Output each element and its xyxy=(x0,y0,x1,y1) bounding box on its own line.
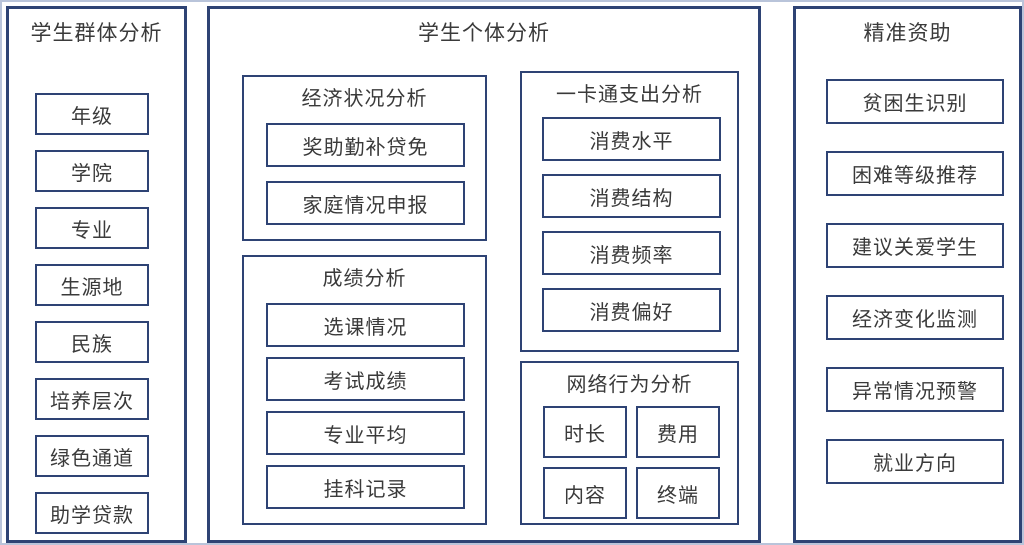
aid-item-economic-change-monitoring[interactable]: 经济变化监测 xyxy=(826,295,1004,340)
panel-individual-analysis-title: 学生个体分析 xyxy=(418,21,550,45)
group-analysis-item-ethnicity[interactable]: 民族 xyxy=(35,321,149,363)
grades-item-course-selection[interactable]: 选课情况 xyxy=(266,303,465,347)
panel-group-analysis: 学生群体分析 年级 学院 专业 生源地 民族 培养层次 绿色通道 助学贷款 xyxy=(6,6,187,543)
aid-item-employment-direction[interactable]: 就业方向 xyxy=(826,439,1004,484)
group-analysis-item-student-loan[interactable]: 助学贷款 xyxy=(35,492,149,534)
subgroup-economic-status-item-list: 奖助勤补贷免 家庭情况申报 xyxy=(266,123,465,225)
panel-precision-aid-title: 精准资助 xyxy=(863,21,952,45)
group-analysis-item-grade[interactable]: 年级 xyxy=(35,93,149,135)
economic-item-family-report[interactable]: 家庭情况申报 xyxy=(266,181,465,225)
aid-item-poor-student-identification[interactable]: 贫困生识别 xyxy=(826,79,1004,124)
panel-group-analysis-title: 学生群体分析 xyxy=(30,21,163,45)
grades-item-fail-records[interactable]: 挂科记录 xyxy=(266,465,465,509)
panel-individual-analysis: 学生个体分析 经济状况分析 奖助勤补贷免 家庭情况申报 成绩分析 选课情况 考试… xyxy=(207,6,761,543)
group-analysis-item-green-channel[interactable]: 绿色通道 xyxy=(35,435,149,477)
card-item-consumption-structure[interactable]: 消费结构 xyxy=(542,174,721,218)
group-analysis-item-college[interactable]: 学院 xyxy=(35,150,149,192)
aid-item-care-suggestion[interactable]: 建议关爱学生 xyxy=(826,223,1004,268)
grades-item-exam-scores[interactable]: 考试成绩 xyxy=(266,357,465,401)
network-item-duration[interactable]: 时长 xyxy=(543,406,627,458)
grades-item-major-average[interactable]: 专业平均 xyxy=(266,411,465,455)
card-item-consumption-level[interactable]: 消费水平 xyxy=(542,117,721,161)
network-item-cost[interactable]: 费用 xyxy=(636,406,720,458)
economic-item-scholarship-aid[interactable]: 奖助勤补贷免 xyxy=(266,123,465,167)
subgroup-network-behavior-analysis: 网络行为分析 时长 费用 内容 终端 xyxy=(520,361,739,525)
subgroup-network-behavior-title: 网络行为分析 xyxy=(566,372,693,396)
card-item-consumption-preference[interactable]: 消费偏好 xyxy=(542,288,721,332)
group-analysis-item-list: 年级 学院 专业 生源地 民族 培养层次 绿色通道 助学贷款 xyxy=(35,93,149,534)
subgroup-campus-card-expenditure-analysis: 一卡通支出分析 消费水平 消费结构 消费频率 消费偏好 xyxy=(520,71,739,352)
precision-aid-item-list: 贫困生识别 困难等级推荐 建议关爱学生 经济变化监测 异常情况预警 就业方向 xyxy=(826,79,1004,484)
subgroup-economic-status-analysis: 经济状况分析 奖助勤补贷免 家庭情况申报 xyxy=(242,75,487,241)
network-item-content[interactable]: 内容 xyxy=(543,467,627,519)
card-item-consumption-frequency[interactable]: 消费频率 xyxy=(542,231,721,275)
subgroup-grades-analysis: 成绩分析 选课情况 考试成绩 专业平均 挂科记录 xyxy=(242,255,487,525)
subgroup-grades-item-list: 选课情况 考试成绩 专业平均 挂科记录 xyxy=(266,303,465,509)
panel-precision-aid: 精准资助 贫困生识别 困难等级推荐 建议关爱学生 经济变化监测 异常情况预警 就… xyxy=(793,6,1022,543)
group-analysis-item-training-level[interactable]: 培养层次 xyxy=(35,378,149,420)
subgroup-grades-analysis-title: 成绩分析 xyxy=(322,266,407,290)
subgroup-campus-card-title: 一卡通支出分析 xyxy=(556,82,703,106)
aid-item-anomaly-alert[interactable]: 异常情况预警 xyxy=(826,367,1004,412)
network-item-terminal[interactable]: 终端 xyxy=(636,467,720,519)
group-analysis-item-origin[interactable]: 生源地 xyxy=(35,264,149,306)
subgroup-economic-status-title: 经济状况分析 xyxy=(301,86,428,110)
aid-item-difficulty-level-recommendation[interactable]: 困难等级推荐 xyxy=(826,151,1004,196)
subgroup-network-behavior-item-grid: 时长 费用 内容 终端 xyxy=(543,406,720,519)
subgroup-campus-card-item-list: 消费水平 消费结构 消费频率 消费偏好 xyxy=(542,117,721,332)
group-analysis-item-major[interactable]: 专业 xyxy=(35,207,149,249)
